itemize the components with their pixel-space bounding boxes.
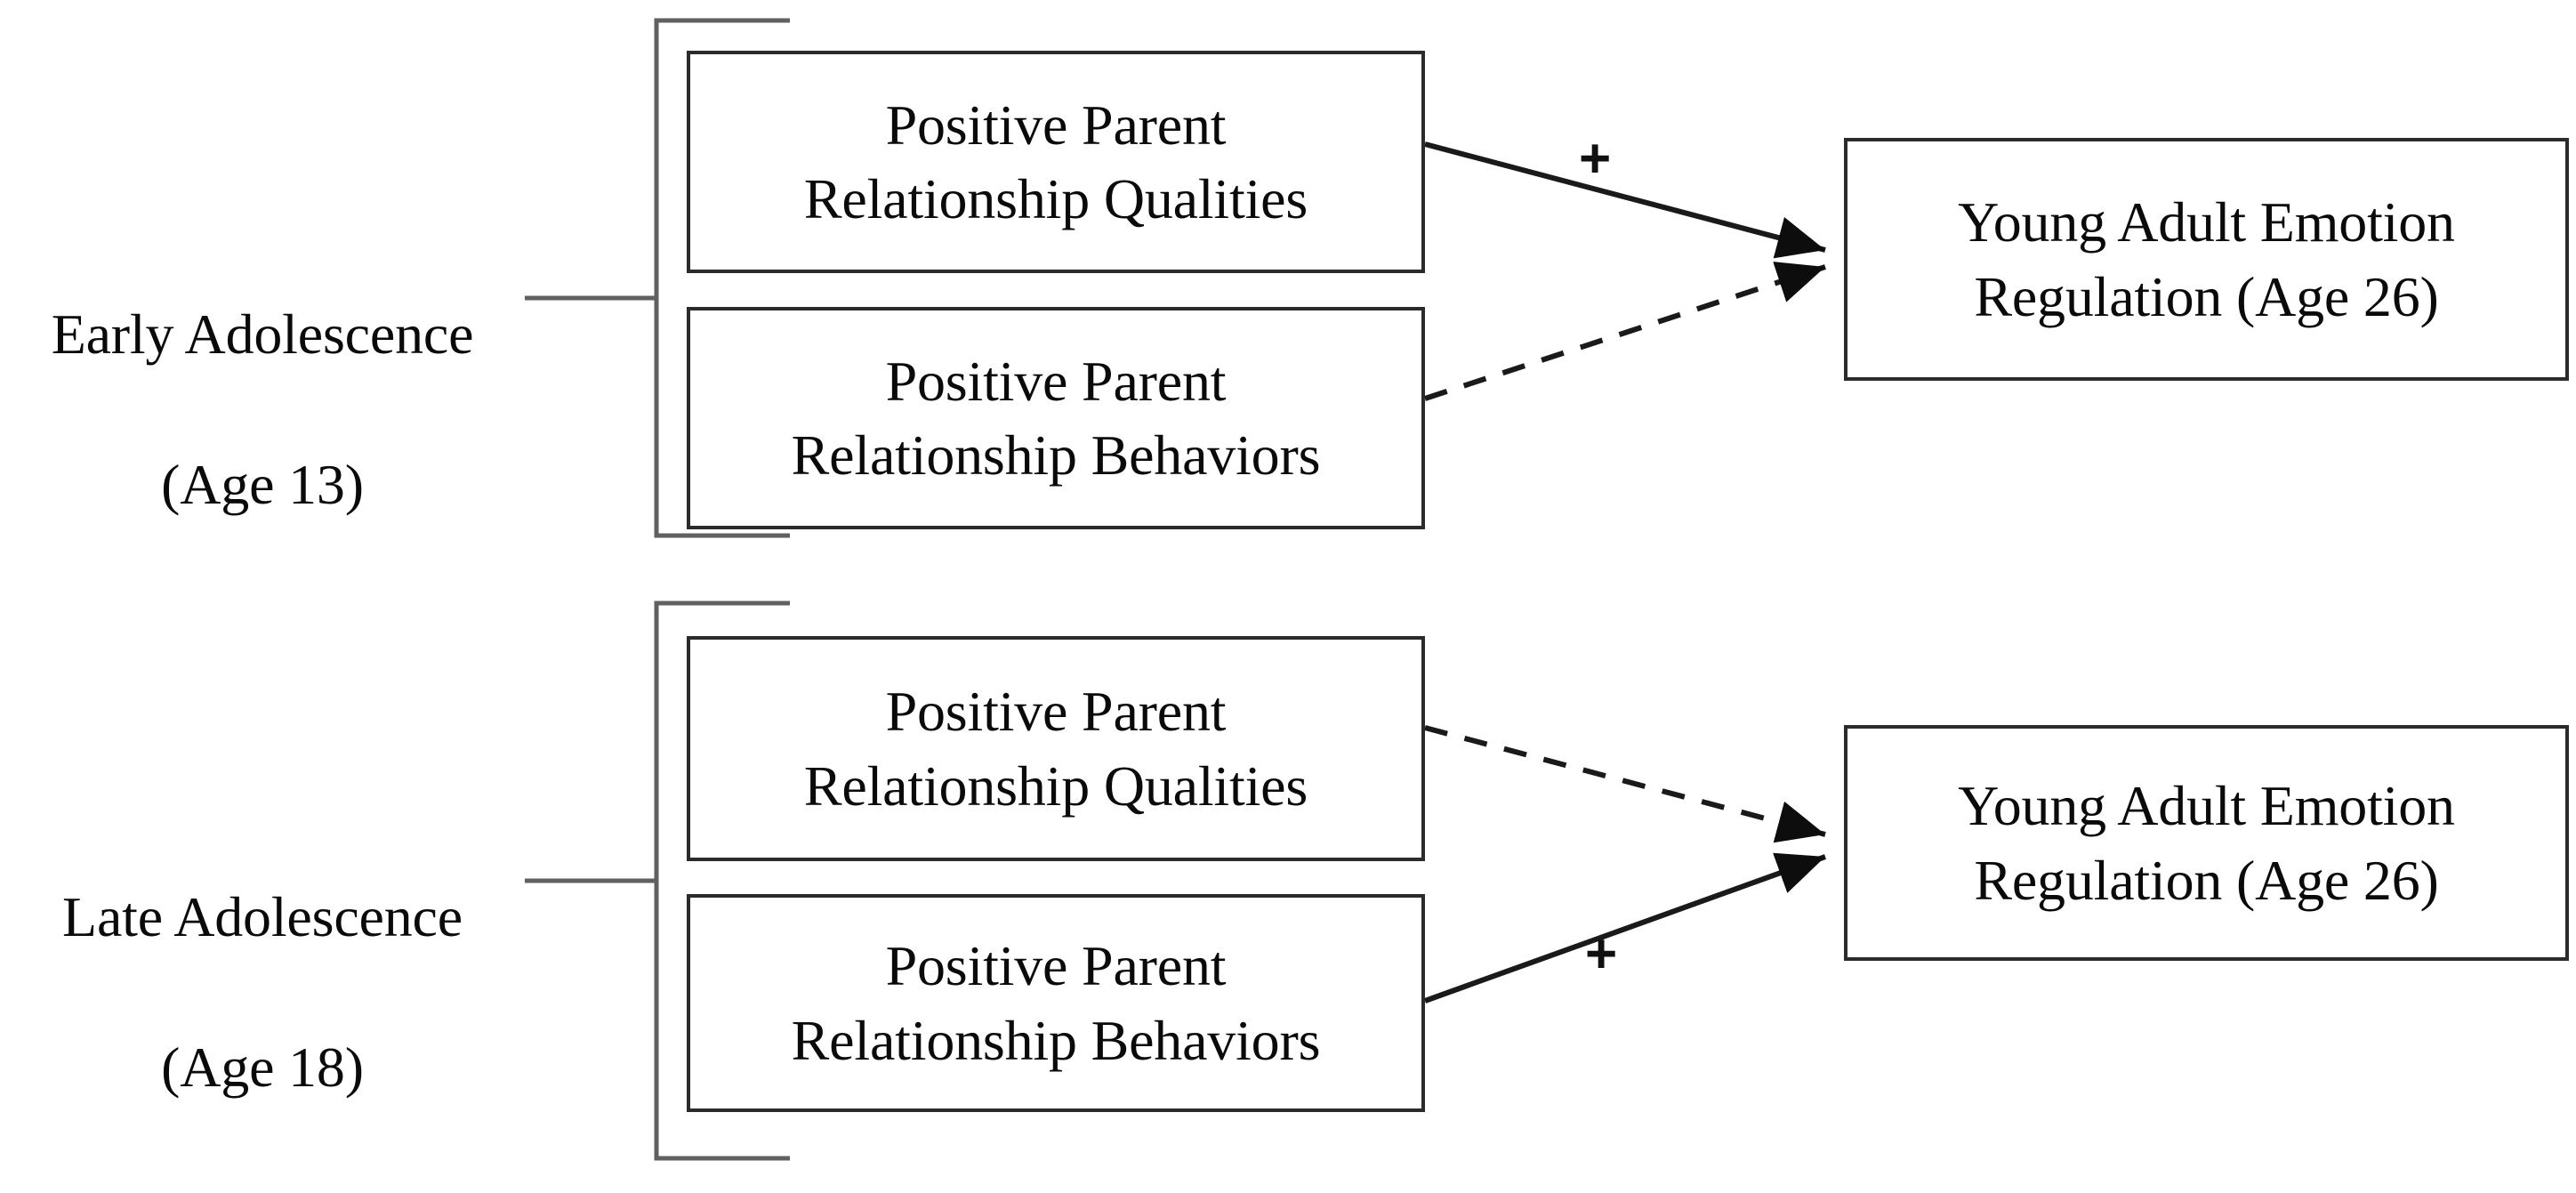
node-late-qualities[interactable]: Positive Parent Relationship Qualities	[687, 636, 1425, 861]
edge-early-behaviors-to-outcome	[1424, 262, 1826, 401]
group-label-late-adolescence: Late Adolescence (Age 18)	[9, 805, 516, 1181]
node-early-qualities-text: Positive Parent Relationship Qualities	[690, 88, 1421, 236]
node-late-outcome-line1: Young Adult Emotion	[1958, 774, 2455, 838]
node-late-behaviors-text: Positive Parent Relationship Behaviors	[690, 929, 1421, 1076]
node-late-qualities-line2: Relationship Qualities	[803, 754, 1308, 818]
node-early-outcome-line2: Regulation (Age 26)	[1974, 264, 2439, 328]
node-early-qualities[interactable]: Positive Parent Relationship Qualities	[687, 51, 1425, 273]
node-early-outcome-text: Young Adult Emotion Regulation (Age 26)	[1847, 185, 2565, 333]
group-label-late-line1: Late Adolescence	[62, 885, 463, 949]
node-early-behaviors-line1: Positive Parent	[885, 349, 1227, 413]
node-early-outcome-line1: Young Adult Emotion	[1958, 190, 2455, 254]
node-late-qualities-line1: Positive Parent	[885, 680, 1227, 744]
node-late-qualities-text: Positive Parent Relationship Qualities	[690, 674, 1421, 822]
node-late-behaviors[interactable]: Positive Parent Relationship Behaviors	[687, 894, 1425, 1112]
group-label-early-line2: (Age 13)	[161, 453, 364, 517]
node-early-behaviors[interactable]: Positive Parent Relationship Behaviors	[687, 307, 1425, 529]
node-early-behaviors-text: Positive Parent Relationship Behaviors	[690, 344, 1421, 492]
node-late-behaviors-line1: Positive Parent	[885, 934, 1227, 998]
node-early-qualities-line2: Relationship Qualities	[803, 167, 1308, 230]
edge-sign-early-plus: +	[1579, 128, 1612, 189]
edge-early-qualities-to-outcome	[1424, 141, 1826, 259]
edge-sign-late-plus: +	[1585, 923, 1618, 985]
edge-late-qualities-to-outcome	[1424, 725, 1826, 843]
node-late-outcome[interactable]: Young Adult Emotion Regulation (Age 26)	[1844, 725, 2569, 961]
node-late-outcome-line2: Regulation (Age 26)	[1974, 848, 2439, 912]
node-early-behaviors-line2: Relationship Behaviors	[791, 423, 1321, 487]
node-early-outcome[interactable]: Young Adult Emotion Regulation (Age 26)	[1844, 138, 2569, 381]
group-label-late-line2: (Age 18)	[161, 1036, 364, 1100]
node-early-qualities-line1: Positive Parent	[885, 93, 1227, 157]
edge-late-behaviors-to-outcome	[1423, 852, 1827, 1004]
node-late-behaviors-line2: Relationship Behaviors	[791, 1008, 1321, 1072]
group-label-early-line1: Early Adolescence	[51, 302, 474, 367]
node-late-outcome-text: Young Adult Emotion Regulation (Age 26)	[1847, 769, 2565, 916]
group-label-early-adolescence: Early Adolescence (Age 13)	[9, 222, 516, 598]
